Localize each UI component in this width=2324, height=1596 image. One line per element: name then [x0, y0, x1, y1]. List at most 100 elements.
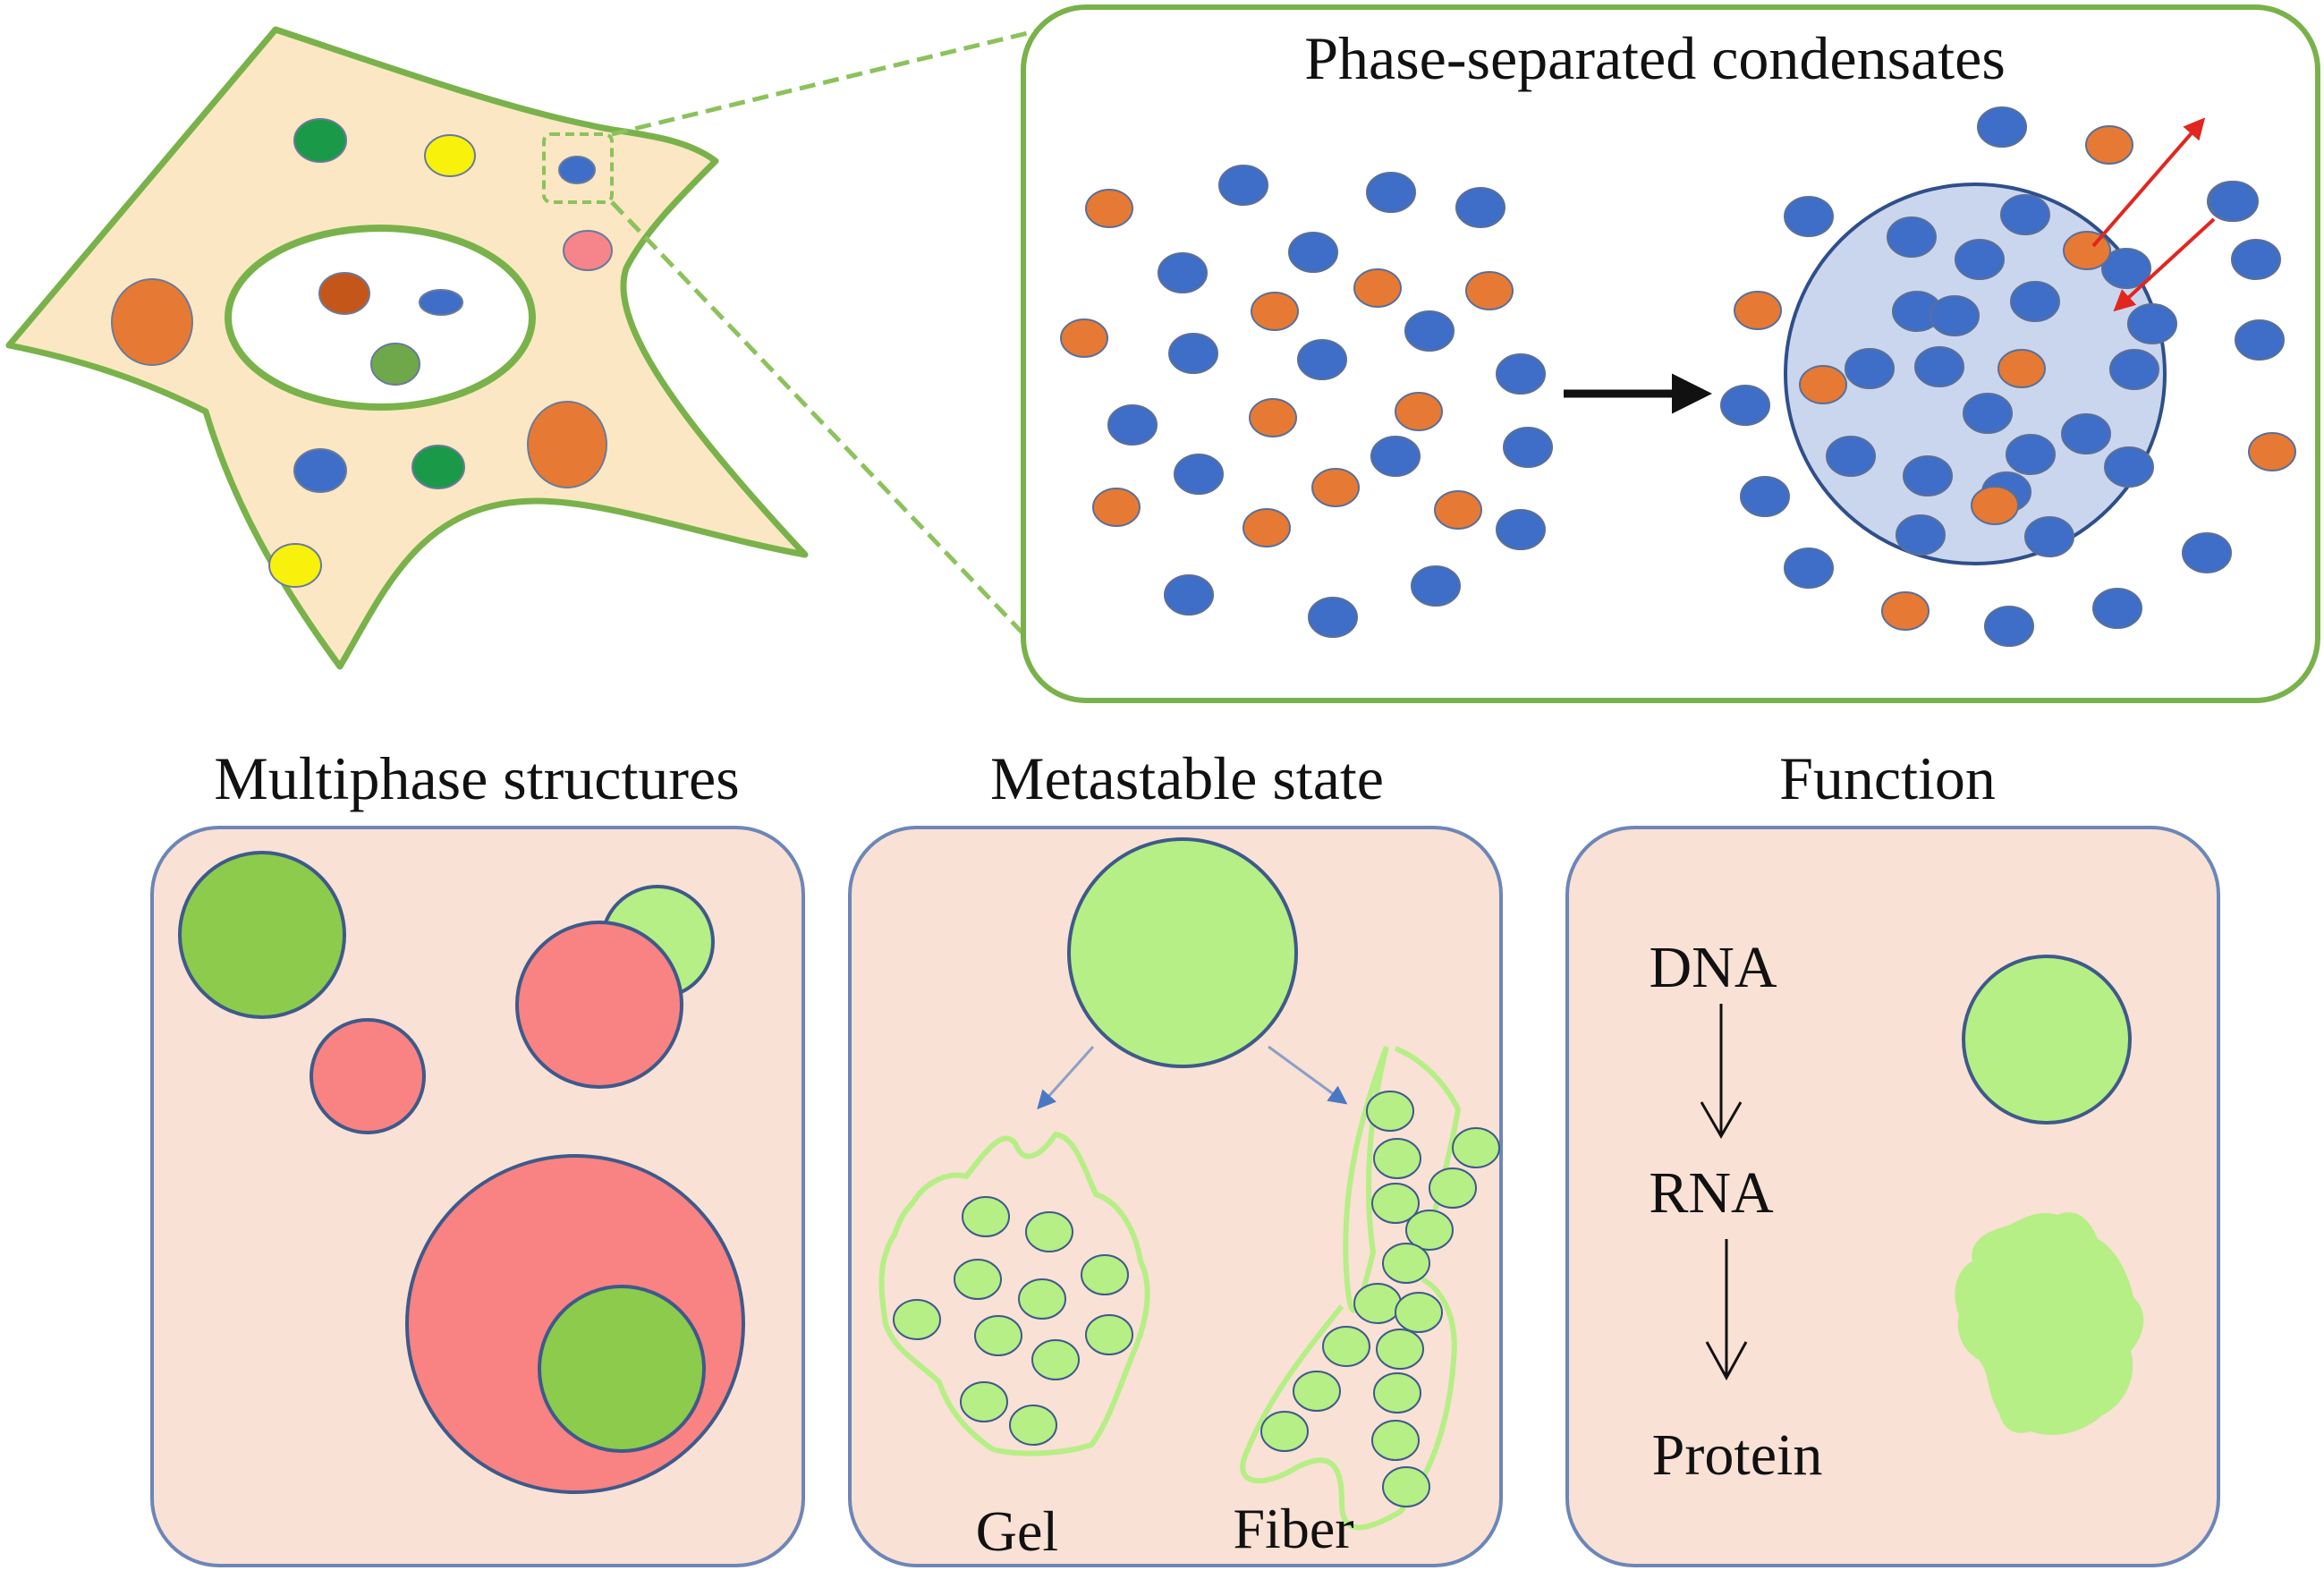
organelle-dark-green — [293, 118, 347, 163]
protein-blue — [1158, 252, 1208, 293]
fiber-bead — [1322, 1326, 1370, 1367]
protein-blue — [1930, 295, 1980, 336]
protein-blue — [1903, 455, 1953, 497]
protein-blue — [1297, 339, 1347, 380]
fiber-bead — [1293, 1371, 1341, 1412]
protein-orange — [1434, 490, 1482, 530]
protein-blue — [1963, 393, 2013, 434]
protein-orange — [1997, 349, 2046, 388]
organelle-yellow — [424, 134, 476, 177]
protein-blue — [2109, 349, 2159, 390]
green-droplet — [178, 851, 346, 1019]
fiber-bead — [1405, 1210, 1454, 1251]
protein-orange — [1465, 271, 1514, 310]
protein-blue — [1503, 427, 1553, 468]
protein-blue — [1370, 436, 1421, 477]
liquid-droplet — [1067, 837, 1298, 1068]
gel-bead — [954, 1259, 1002, 1300]
fiber-bead — [1452, 1127, 1500, 1168]
transcription-arrow-head — [1700, 1101, 1743, 1139]
protein-blue — [2127, 303, 2177, 344]
organelle-blue — [293, 448, 347, 493]
function-title: Function — [1779, 744, 1996, 812]
organelle-orange-left — [111, 278, 193, 366]
protein-blue — [2209, 181, 2259, 222]
gel-bead — [1031, 1339, 1080, 1380]
metastable-panel: Gel Fiber — [848, 826, 1503, 1567]
condensates-panel: Phase-separated condensates — [1021, 4, 2320, 703]
protein-blue — [1914, 346, 1964, 387]
fiber-bead — [1395, 1292, 1443, 1333]
metastable-panel-frame — [848, 826, 1503, 1567]
protein-orange — [1881, 591, 1930, 631]
fiber-label: Fiber — [1233, 1497, 1353, 1560]
fiber-bead — [1371, 1183, 1420, 1224]
fiber-bead — [1429, 1167, 1477, 1209]
protein-blue — [2231, 239, 2281, 280]
gel-bead — [960, 1381, 1008, 1422]
protein-blue — [2104, 446, 2154, 488]
condensed-proteins — [1720, 106, 2296, 647]
protein-blue — [1174, 454, 1224, 495]
protein-orange — [1971, 486, 2019, 525]
protein-blue — [1411, 565, 1461, 607]
organelle-blue-highlighted — [558, 156, 596, 184]
protein-blue — [1455, 187, 1506, 228]
protein-orange — [1243, 508, 1291, 548]
protein-blue — [2235, 319, 2285, 361]
protein-blue — [1164, 574, 1214, 615]
protein-blue — [2000, 194, 2050, 235]
protein-blue — [1984, 606, 2034, 647]
multiphase-panel — [150, 826, 805, 1567]
fiber-outline-lower — [1240, 1277, 1457, 1531]
protein-blue — [1496, 353, 1546, 395]
gel-bead — [974, 1315, 1022, 1356]
multiphase-title: Multiphase structures — [214, 744, 739, 812]
coral-droplet-large — [515, 921, 683, 1089]
translation-arrow-head — [1705, 1341, 1748, 1381]
protein-blue — [1107, 404, 1158, 446]
organelle-pink — [563, 230, 613, 271]
dispersed-proteins — [1060, 165, 1553, 638]
gel-label: Gel — [976, 1499, 1058, 1563]
protein-blue — [2006, 434, 2056, 475]
gel-bead — [1085, 1314, 1133, 1355]
dna-label: DNA — [1650, 935, 1777, 1000]
protein-orange — [1734, 291, 1782, 330]
protein-orange — [1249, 398, 1297, 437]
nuclear-body-blue — [419, 289, 463, 316]
zoom-highlight-box — [542, 132, 614, 204]
gel-network-outline — [878, 1131, 1150, 1456]
protein-blue — [1887, 216, 1937, 258]
protein-orange — [1060, 318, 1108, 358]
protein-blue — [2101, 248, 2151, 289]
fiber-beads — [1260, 1091, 1500, 1507]
organelle-yellow — [268, 543, 322, 588]
protein-orange — [1311, 468, 1360, 507]
protein-blue — [1720, 385, 1770, 426]
protein-blue — [1218, 165, 1268, 206]
fiber-bead — [1373, 1138, 1421, 1179]
protein-orange — [2248, 432, 2296, 471]
protein-blue — [2024, 516, 2074, 557]
fiber-bead — [1376, 1329, 1424, 1370]
protein-blue — [2010, 281, 2060, 322]
zoom-connector-bottom — [610, 200, 1035, 646]
gel-bead — [962, 1196, 1010, 1237]
protein-orange — [1092, 488, 1141, 527]
protein-blue — [1308, 597, 1358, 638]
gel-bead — [893, 1299, 941, 1340]
protein-orange — [1085, 189, 1133, 228]
protein-blue — [2182, 532, 2232, 573]
protein-blue — [1404, 310, 1455, 352]
protein-blue — [1740, 476, 1790, 517]
cell — [5, 26, 809, 670]
nuclear-body-green — [370, 343, 420, 386]
protein-blue — [1366, 172, 1416, 213]
protein-orange — [1251, 292, 1299, 331]
solid-aggregate — [1955, 1212, 2144, 1435]
protein-blue — [1496, 509, 1546, 550]
protein-blue — [1288, 232, 1338, 273]
protein-orange — [1799, 365, 1847, 404]
